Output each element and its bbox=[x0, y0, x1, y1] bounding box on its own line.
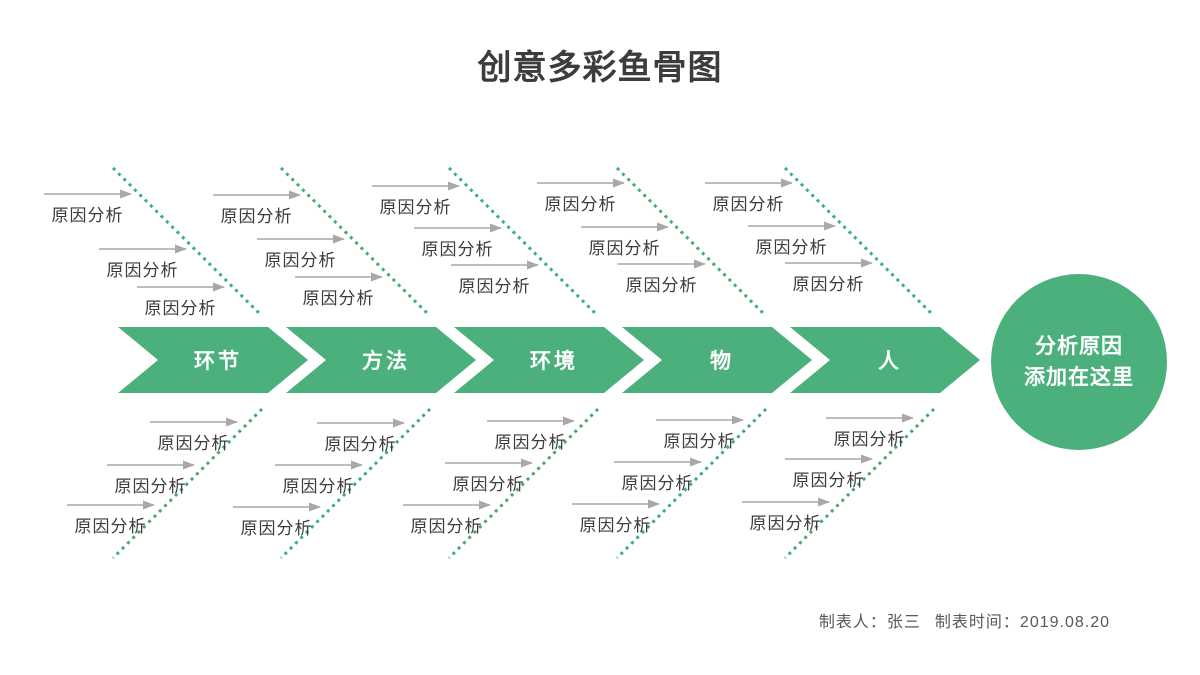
page-title: 创意多彩鱼骨图 bbox=[477, 49, 723, 87]
cause-label: 原因分析 bbox=[452, 475, 525, 494]
rib-dotted-line-bottom-5 bbox=[783, 407, 936, 560]
category-label: 方法 bbox=[362, 350, 410, 373]
cause-label: 原因分析 bbox=[712, 195, 785, 214]
cause-label: 原因分析 bbox=[106, 261, 179, 280]
cause-label: 原因分析 bbox=[579, 516, 652, 535]
cause-label: 原因分析 bbox=[324, 435, 397, 454]
rib-dotted-line-top-5 bbox=[783, 166, 936, 318]
cause-label: 原因分析 bbox=[144, 299, 217, 318]
fish-head-text-line2: 添加在这里 bbox=[1024, 366, 1134, 389]
footer-date-label: 制表时间： bbox=[934, 614, 1020, 631]
rib-dotted-line-bottom-4 bbox=[615, 407, 768, 560]
cause-label: 原因分析 bbox=[240, 519, 313, 538]
cause-label: 原因分析 bbox=[421, 240, 494, 259]
category-label: 人 bbox=[878, 350, 902, 373]
cause-label: 原因分析 bbox=[410, 517, 483, 536]
cause-label: 原因分析 bbox=[458, 277, 531, 296]
cause-label: 原因分析 bbox=[157, 434, 230, 453]
rib-dotted-line-top-1 bbox=[111, 166, 264, 318]
rib-dotted-line-top-4 bbox=[615, 166, 768, 318]
rib-dotted-line-bottom-2 bbox=[279, 407, 432, 560]
cause-label: 原因分析 bbox=[749, 514, 822, 533]
cause-label: 原因分析 bbox=[74, 517, 147, 536]
cause-label: 原因分析 bbox=[588, 239, 661, 258]
fish-head-circle: 分析原因 添加在这里 bbox=[991, 274, 1167, 450]
footer-author-label: 制表人： bbox=[818, 614, 887, 631]
cause-label: 原因分析 bbox=[621, 474, 694, 493]
footer-credits: 制表人：张三制表时间：2019.08.20 bbox=[819, 608, 1110, 632]
rib-dotted-line-top-2 bbox=[279, 166, 432, 318]
footer-author-name: 张三 bbox=[886, 614, 921, 631]
cause-label: 原因分析 bbox=[663, 432, 736, 451]
footer-date-value: 2019.08.20 bbox=[1019, 614, 1110, 631]
cause-label: 原因分析 bbox=[264, 251, 337, 270]
rib-dotted-line-top-3 bbox=[447, 166, 600, 318]
category-label: 物 bbox=[710, 350, 734, 373]
cause-label: 原因分析 bbox=[544, 195, 617, 214]
cause-label: 原因分析 bbox=[755, 238, 828, 257]
cause-label: 原因分析 bbox=[494, 433, 567, 452]
cause-label: 原因分析 bbox=[51, 206, 124, 225]
fish-head-text-line1: 分析原因 bbox=[1035, 335, 1123, 358]
rib-dotted-line-bottom-1 bbox=[111, 407, 264, 560]
cause-label: 原因分析 bbox=[792, 275, 865, 294]
category-label: 环境 bbox=[530, 350, 578, 373]
cause-label: 原因分析 bbox=[379, 198, 452, 217]
cause-label: 原因分析 bbox=[625, 276, 698, 295]
cause-label: 原因分析 bbox=[220, 207, 293, 226]
cause-label: 原因分析 bbox=[282, 477, 355, 496]
rib-dotted-line-bottom-3 bbox=[447, 407, 600, 560]
cause-label: 原因分析 bbox=[833, 430, 906, 449]
category-label: 环节 bbox=[194, 350, 242, 373]
cause-label: 原因分析 bbox=[302, 289, 375, 308]
cause-label: 原因分析 bbox=[792, 471, 865, 490]
cause-label: 原因分析 bbox=[114, 477, 187, 496]
